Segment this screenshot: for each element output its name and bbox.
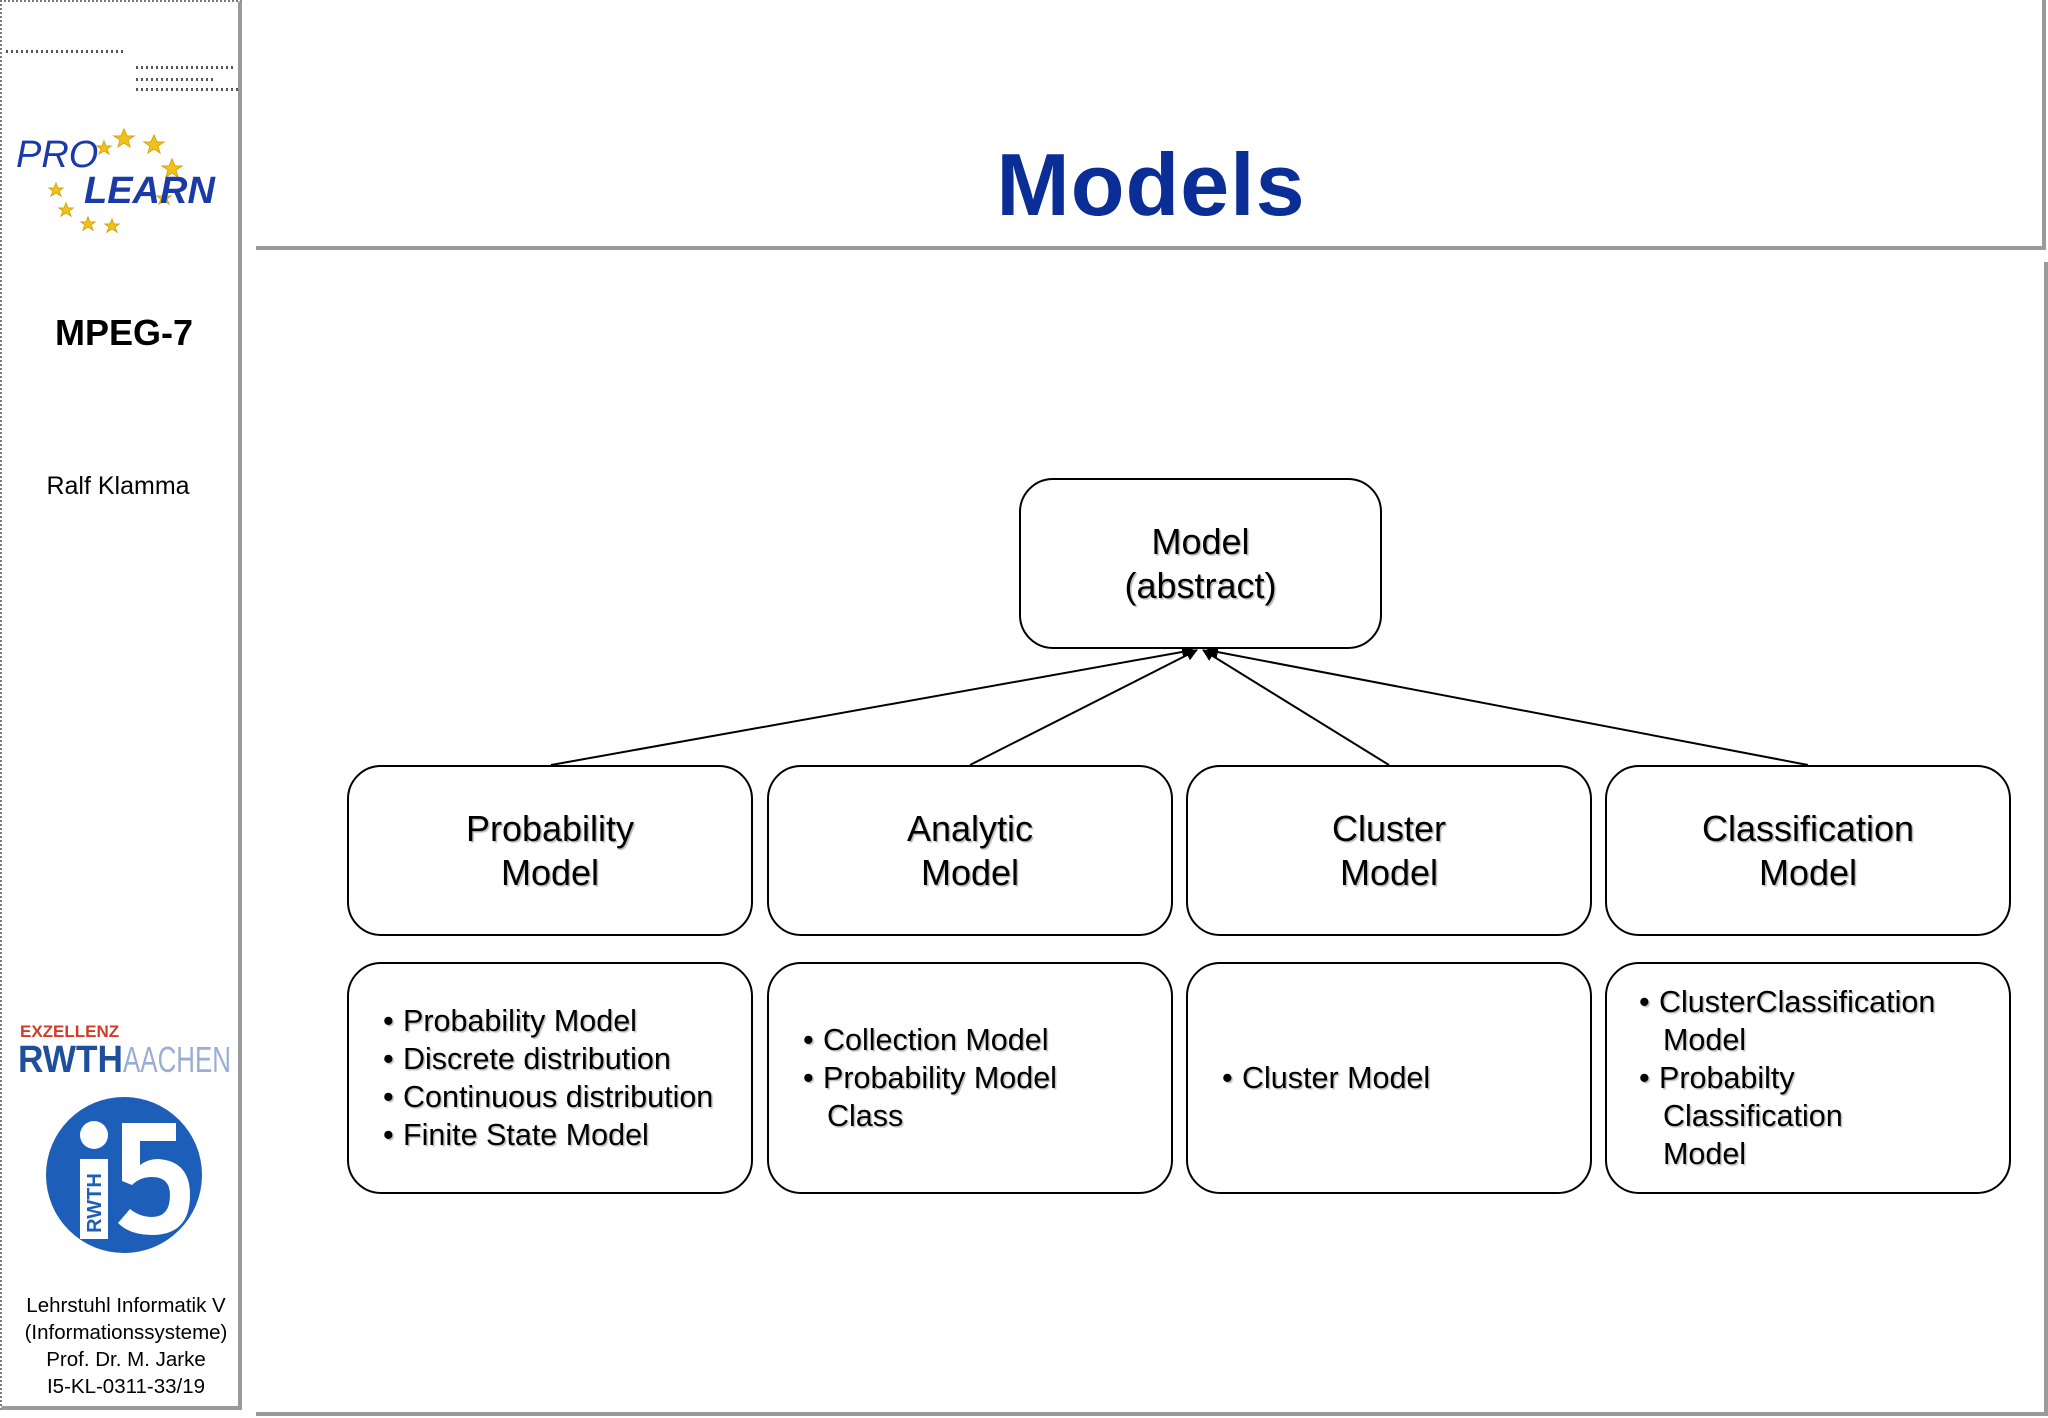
list-item-continuation: Model	[1663, 1137, 1747, 1171]
sidebar-title: MPEG-7	[54, 312, 194, 353]
arrow-analytic-to-model	[969, 649, 1198, 766]
node-model-abstract: Model (abstract)	[1019, 478, 1382, 649]
list-item: •Probabilty	[1639, 1061, 1795, 1095]
node-probability-model: Probability Model	[347, 765, 753, 936]
list-item-continuation: Model	[1663, 1023, 1747, 1057]
list-item: •Cluster Model	[1222, 1061, 1431, 1095]
sidebar	[0, 0, 242, 1410]
list-item-continuation: Classification	[1663, 1099, 1843, 1133]
rwth-text: RWTH	[18, 1039, 123, 1077]
details-cluster-model: •Cluster Model	[1186, 962, 1592, 1194]
slide-title: Models	[996, 135, 1306, 234]
details-analytic-model: •Collection Model •Probability Model Cla…	[767, 962, 1173, 1194]
header-noise-text	[6, 50, 126, 53]
node-label: Model	[1151, 520, 1250, 562]
i5-logo: RWTH	[46, 1097, 202, 1253]
node-analytic-model: Analytic Model	[767, 765, 1173, 936]
sidebar-author: Ralf Klamma	[46, 472, 190, 500]
logo-learn-text: LEARN	[84, 170, 216, 212]
node-label: Model	[1339, 851, 1439, 893]
node-label: Probability	[465, 807, 635, 849]
logo-pro-text: PRO	[16, 134, 98, 176]
svg-text:RWTH: RWTH	[84, 1173, 106, 1233]
list-item: •Probability Model	[803, 1061, 1057, 1095]
list-item: •Probability Model	[383, 1004, 637, 1038]
sidebar-footer: Lehrstuhl Informatik V (Informationssyst…	[0, 1292, 252, 1400]
node-cluster-model: Cluster Model	[1186, 765, 1592, 936]
list-item: •Finite State Model	[383, 1118, 649, 1152]
node-label: Model	[500, 851, 600, 893]
arrow-classification-to-model	[1206, 646, 1809, 766]
arrow-probability-to-model	[550, 646, 1194, 766]
node-label: Model	[920, 851, 1020, 893]
details-probability-model: •Probability Model •Discrete distributio…	[347, 962, 753, 1194]
header-noise-text	[136, 66, 236, 69]
list-item: •ClusterClassification	[1639, 985, 1936, 1019]
node-label: (abstract)	[1124, 564, 1277, 606]
list-item: •Continuous distribution	[383, 1080, 714, 1114]
title-frame	[256, 0, 2046, 250]
list-item: •Collection Model	[803, 1023, 1049, 1057]
footer-line: (Informationssysteme)	[24, 1321, 228, 1344]
header-noise-text	[136, 78, 216, 81]
exzellenz-text: EXZELLENZ	[20, 1022, 119, 1041]
arrow-cluster-to-model	[1202, 649, 1390, 766]
node-label: Classification	[1701, 807, 1915, 849]
footer-line: Lehrstuhl Informatik V	[26, 1294, 226, 1317]
details-classification-model: •ClusterClassification Model •Probabilty…	[1605, 962, 2011, 1194]
prolearn-logo: PRO LEARN	[16, 127, 216, 234]
node-classification-model: Classification Model	[1605, 765, 2011, 936]
aachen-text: AACHEN	[123, 1039, 231, 1077]
content-frame	[256, 262, 2048, 1416]
rwth-aachen-logo: EXZELLENZ RWTH AACHEN	[18, 1022, 231, 1077]
footer-line: Prof. Dr. M. Jarke	[46, 1348, 206, 1371]
node-label: Cluster	[1331, 807, 1447, 849]
node-label: Analytic	[906, 807, 1034, 849]
footer-line: I5-KL-0311-33/19	[46, 1375, 206, 1398]
node-label: Model	[1758, 851, 1858, 893]
list-item-continuation: Class	[827, 1099, 904, 1133]
list-item: •Discrete distribution	[383, 1042, 671, 1076]
header-noise-text	[136, 88, 240, 91]
